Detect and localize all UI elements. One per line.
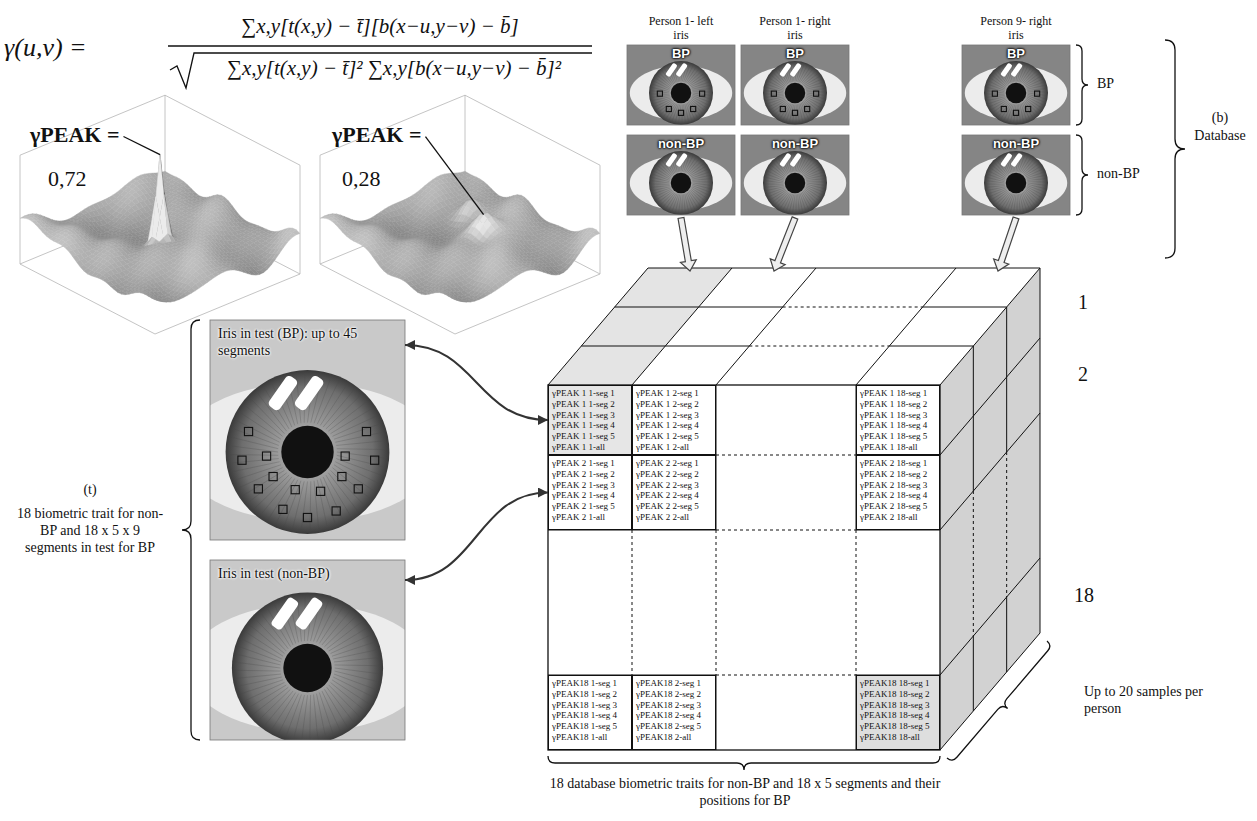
surface-plot (20, 95, 300, 334)
plot-axis (20, 95, 165, 155)
radical-sign (170, 53, 592, 88)
plot-axis (20, 264, 155, 334)
formula-strokes (168, 46, 592, 88)
surface-patch (272, 253, 280, 259)
plot-axis (165, 204, 300, 274)
surface-patch (268, 259, 276, 265)
surface-patch (156, 217, 164, 242)
surface-patch (31, 220, 39, 224)
plot-axis (165, 95, 300, 165)
plot-axis (465, 204, 600, 274)
plot-axis (320, 95, 465, 155)
plot-axis (320, 204, 465, 264)
surface-patch (151, 298, 159, 301)
plot-axis (600, 165, 601, 274)
plot-axis (455, 274, 600, 334)
plot-axis (320, 155, 321, 264)
plot-axis (20, 204, 165, 264)
fraction-bar (168, 45, 592, 46)
plot-axis (465, 95, 600, 165)
surface-patch (284, 237, 292, 242)
surface-patch (35, 224, 43, 228)
plot-axis (20, 155, 21, 264)
surface-plot (320, 95, 600, 334)
plot-axis (300, 165, 301, 274)
